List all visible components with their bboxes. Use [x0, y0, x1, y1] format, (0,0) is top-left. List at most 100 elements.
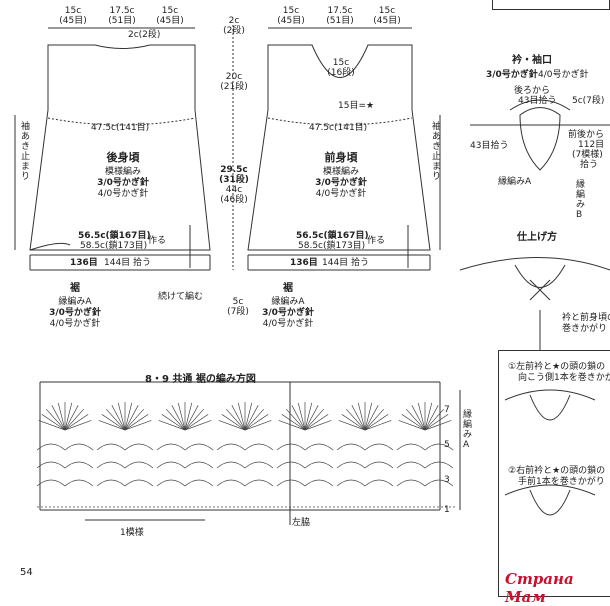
- chart-seam: 左脇: [292, 518, 311, 528]
- fan-stitch: [64, 405, 79, 431]
- fan-stitch: [46, 408, 66, 431]
- center-d5: 5c: [232, 297, 244, 307]
- finish-note-2: 巻きかがり: [562, 324, 608, 334]
- hem-back-hook-2: 4/0号かぎ針: [49, 319, 101, 329]
- finish-note-1: 衿と前身頃の: [562, 313, 610, 323]
- back-base-chain-2: 58.5c(鎖173目): [80, 241, 148, 251]
- center-d1b: (2段): [223, 26, 245, 36]
- fan-stitch: [351, 405, 366, 431]
- front-base-chain-1: 56.5c(鎖167目): [296, 231, 369, 241]
- fan-stitch: [364, 420, 392, 431]
- front-sleeve-opening: 袖 あ き 止 ま り: [432, 122, 442, 182]
- fan-stitch: [184, 420, 212, 431]
- fan-stitch: [364, 402, 373, 431]
- fan-stitch: [401, 414, 426, 431]
- fan-stitch: [304, 402, 313, 431]
- front-star-note: 15目=★: [338, 101, 375, 111]
- front-make: 作る: [367, 236, 386, 246]
- collar-t2: 43目拾う: [518, 96, 557, 106]
- fan-stitch: [286, 408, 306, 431]
- finish-step-2a: ②右前衿と★の頭の鎖の: [508, 466, 606, 476]
- front-chest-line: [267, 117, 413, 126]
- chain-arch: [216, 479, 274, 487]
- front-pickup-2: 144目 拾う: [322, 258, 370, 268]
- front-v-rows: (16段): [327, 68, 355, 78]
- center-d3b: (31段): [219, 175, 249, 185]
- finish-shape-1: [459, 257, 610, 271]
- back-pickup-2: 144目 拾う: [104, 258, 152, 268]
- collar-t1: 後ろから: [514, 86, 551, 96]
- fan-stitch: [171, 405, 186, 431]
- chart-row-5: 5: [444, 440, 450, 450]
- back-title: 後身頃: [106, 151, 140, 164]
- collar-t5: 前後から: [568, 130, 605, 140]
- front-v-depth: 15c: [332, 58, 350, 68]
- center-d2: 20c: [225, 72, 243, 82]
- stitch-fans: [36, 402, 457, 508]
- chain-arch: [276, 461, 334, 469]
- fan-stitch: [64, 420, 92, 431]
- back-make: 作る: [148, 236, 167, 246]
- fan-stitch: [124, 405, 139, 431]
- fan-stitch: [278, 420, 306, 431]
- back-dim-1-st: (45目): [59, 16, 87, 26]
- front-dim-1-cm: 15c: [282, 6, 300, 16]
- fan-stitch: [124, 408, 144, 431]
- hem-front-hook-2: 4/0号かぎ針: [262, 319, 314, 329]
- fan-stitch: [221, 414, 246, 431]
- fan-stitch: [244, 414, 269, 431]
- line-art: [14, 25, 610, 525]
- back-dim-2-st: (51目): [108, 16, 136, 26]
- back-dim-3-cm: 15c: [161, 6, 179, 16]
- collar-t10: 縁 編 み B: [576, 180, 586, 220]
- fan-stitch: [411, 405, 426, 431]
- hem-back-hook-1: 3/0号かぎ針: [49, 308, 101, 318]
- fan-stitch: [304, 414, 329, 431]
- fan-stitch: [398, 420, 426, 431]
- back-dim-2-cm: 17.5c: [109, 6, 135, 16]
- back-dim-3-st: (45目): [156, 16, 184, 26]
- fan-stitch: [338, 420, 366, 431]
- front-dim-2-cm: 17.5c: [327, 6, 353, 16]
- fan-stitch: [357, 402, 366, 431]
- front-hook-2: 4/0号かぎ針: [315, 189, 367, 199]
- fan-stitch: [98, 420, 126, 431]
- center-d4b: (46段): [220, 195, 248, 205]
- front-dim-3-st: (45目): [373, 16, 401, 26]
- fan-stitch: [106, 408, 126, 431]
- chain-arch: [216, 443, 274, 451]
- fan-stitch: [51, 405, 66, 431]
- chain-arch: [336, 479, 394, 487]
- hem-front-pattern: 縁編みA: [271, 297, 305, 307]
- fan-stitch: [64, 414, 89, 431]
- center-d1: 2c: [228, 16, 240, 26]
- chart-row-7: 7: [444, 405, 450, 415]
- front-pickup: 136目: [290, 258, 318, 268]
- chain-arch: [96, 461, 154, 469]
- fan-stitch: [424, 405, 439, 431]
- fan-stitch: [166, 408, 186, 431]
- chain-arch: [276, 479, 334, 487]
- collar-t4: 43目拾う: [470, 141, 509, 151]
- hem-front-title: 裾: [283, 283, 293, 294]
- fan-stitch: [231, 405, 246, 431]
- fan-stitch: [304, 420, 332, 431]
- front-body-outline: [247, 44, 431, 251]
- chain-arch: [96, 479, 154, 487]
- back-hook-2: 4/0号かぎ針: [97, 189, 149, 199]
- back-chest-line: [47, 117, 196, 126]
- step-shape-1: [504, 389, 596, 421]
- back-base-chain-1: 56.5c(鎖167目): [78, 231, 151, 241]
- fan-stitch: [101, 414, 126, 431]
- chain-arch: [336, 461, 394, 469]
- chain-arch: [96, 443, 154, 451]
- front-base-chain-2: 58.5c(鎖173目): [298, 241, 366, 251]
- fan-stitch: [64, 402, 73, 431]
- fan-stitch: [424, 402, 433, 431]
- fan-stitch: [291, 405, 306, 431]
- fan-stitch: [184, 408, 204, 431]
- chain-arch: [396, 461, 454, 469]
- fan-stitch: [124, 402, 133, 431]
- front-dim-3-cm: 15c: [378, 6, 396, 16]
- collar-t6: 112目: [578, 140, 605, 150]
